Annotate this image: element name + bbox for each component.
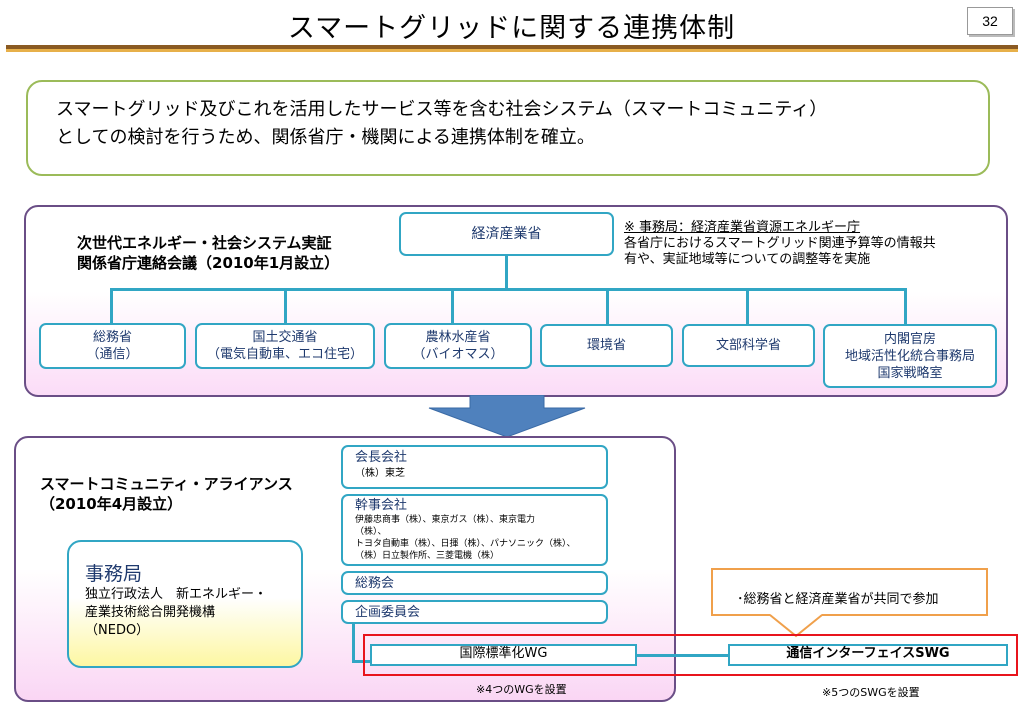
- ministry-name: 文部科学省: [715, 338, 781, 353]
- swg-count-note: ※5つのSWGを設置: [822, 686, 920, 699]
- ministry-name: 農林水産省: [425, 330, 491, 345]
- connector-drop-2: [284, 288, 287, 323]
- secretariat-note-line-3: 有や、実証地域等についての調整等を実施: [624, 252, 871, 267]
- title-underline: [6, 45, 1018, 49]
- executive-line-3: トヨタ自動車（株）、日揮（株）、パナソニック（株）、: [355, 539, 576, 549]
- ministry-name: 国土交通省: [252, 330, 318, 345]
- ministry-role: （電気自動車、エコ住宅）: [206, 347, 363, 362]
- office-line-2: 産業技術総合開発機構: [85, 605, 216, 620]
- member-connector-vertical: [352, 620, 355, 662]
- communication-interface-swg-label: 通信インターフェイスSWG: [786, 646, 950, 661]
- council-title-line-2: 関係省庁連絡会議（2010年1月設立）: [77, 254, 340, 272]
- chair-label: 会長会社: [355, 450, 408, 465]
- general-affairs-label: 総務会: [355, 576, 395, 591]
- ministry-node-environment: 環境省: [540, 324, 673, 367]
- callout-pointer: [769, 614, 823, 638]
- executive-line-4: （株）日立製作所、三菱電機（株）: [355, 551, 500, 561]
- connector-drop-6: [904, 288, 907, 324]
- slide-title: スマートグリッドに関する連携体制: [287, 13, 736, 44]
- ministry-role: 地域活性化統合事務局: [844, 348, 975, 364]
- ministry-name: 環境省: [586, 338, 626, 353]
- title-underline-accent: [6, 49, 1018, 52]
- connector-drop-4: [606, 288, 609, 324]
- general-affairs-box: 総務会: [341, 571, 608, 595]
- council-title-line-1: 次世代エネルギー・社会システム実証: [77, 234, 332, 252]
- alliance-title-line-2: （2010年4月設立）: [40, 495, 183, 513]
- connector-bus: [110, 288, 907, 291]
- secretariat-note-line-2: 各省庁におけるスマートグリッド関連予算等の情報共: [624, 236, 936, 251]
- ministry-node-agriculture: 農林水産省 （バイオマス）: [384, 323, 532, 369]
- executive-company-box: 幹事会社 伊藤忠商事（株）、東京ガス（株）、東京電力 （株）、 トヨタ自動車（株…: [341, 494, 608, 566]
- wg-connector: [637, 654, 728, 657]
- executive-line-2: （株）、: [355, 527, 387, 537]
- ministry-node-education: 文部科学省: [682, 324, 815, 367]
- ministry-role-2: 国家戦略室: [877, 365, 943, 381]
- planning-committee-label: 企画委員会: [355, 605, 421, 620]
- secretariat-note: ※ 事務局：経済産業省資源エネルギー庁 各省庁におけるスマートグリッド関連予算等…: [624, 220, 1004, 268]
- connector-drop-1: [110, 288, 113, 323]
- ministry-role: （バイオマス）: [412, 347, 504, 362]
- alliance-title: スマートコミュニティ・アライアンス （2010年4月設立）: [40, 474, 330, 514]
- chair-company-box: 会長会社 （株）東芝: [341, 445, 608, 489]
- wg-count-note: ※4つのWGを設置: [476, 683, 567, 696]
- ministry-node-internal-affairs: 総務省 （通信）: [39, 323, 186, 369]
- chair-member: （株）東芝: [355, 468, 405, 479]
- joint-participation-callout: ･総務省と経済産業省が共同で参加: [711, 568, 988, 616]
- meti-node-label: 経済産業省: [471, 225, 542, 242]
- connector-trunk: [505, 256, 508, 290]
- executive-label: 幹事会社: [355, 498, 408, 513]
- connector-drop-5: [746, 288, 749, 324]
- down-arrow-icon: [428, 395, 586, 438]
- international-standard-wg-box: 国際標準化WG: [370, 644, 637, 666]
- ministry-name: 総務省: [92, 330, 132, 345]
- connector-drop-3: [451, 288, 454, 323]
- summary-line-2: としての検討を行うため、関係省庁・機関による連携体制を確立。: [56, 127, 595, 148]
- member-connector-horizontal: [352, 660, 372, 663]
- page-number: 32: [967, 7, 1013, 35]
- ministry-name: 内閣官房: [883, 331, 936, 347]
- alliance-title-line-1: スマートコミュニティ・アライアンス: [40, 475, 293, 493]
- meti-node: 経済産業省: [399, 212, 614, 256]
- highlight-frame: [363, 634, 1018, 676]
- ministry-node-land-transport: 国土交通省 （電気自動車、エコ住宅）: [195, 323, 375, 369]
- secretariat-office-box: 事務局 独立行政法人 新エネルギー・ 産業技術総合開発機構 （NEDO）: [67, 540, 303, 668]
- ministry-role: （通信）: [86, 347, 139, 362]
- communication-interface-swg-box: 通信インターフェイスSWG: [728, 644, 1008, 666]
- council-title: 次世代エネルギー・社会システム実証 関係省庁連絡会議（2010年1月設立）: [77, 233, 407, 273]
- international-standard-wg-label: 国際標準化WG: [459, 646, 548, 661]
- executive-line-1: 伊藤忠商事（株）、東京ガス（株）、東京電力: [355, 515, 536, 525]
- summary-box: スマートグリッド及びこれを活用したサービス等を含む社会システム（スマートコミュニ…: [26, 80, 990, 176]
- ministry-node-cabinet: 内閣官房 地域活性化統合事務局 国家戦略室: [823, 324, 997, 388]
- office-heading: 事務局: [85, 563, 143, 585]
- secretariat-note-line-1: ※ 事務局：経済産業省資源エネルギー庁: [624, 220, 861, 235]
- summary-line-1: スマートグリッド及びこれを活用したサービス等を含む社会システム（スマートコミュニ…: [56, 99, 828, 120]
- planning-committee-box: 企画委員会: [341, 600, 608, 624]
- office-line-3: （NEDO）: [85, 623, 150, 638]
- office-line-1: 独立行政法人 新エネルギー・: [85, 587, 268, 602]
- callout-text: ･総務省と経済産業省が共同で参加: [737, 592, 939, 607]
